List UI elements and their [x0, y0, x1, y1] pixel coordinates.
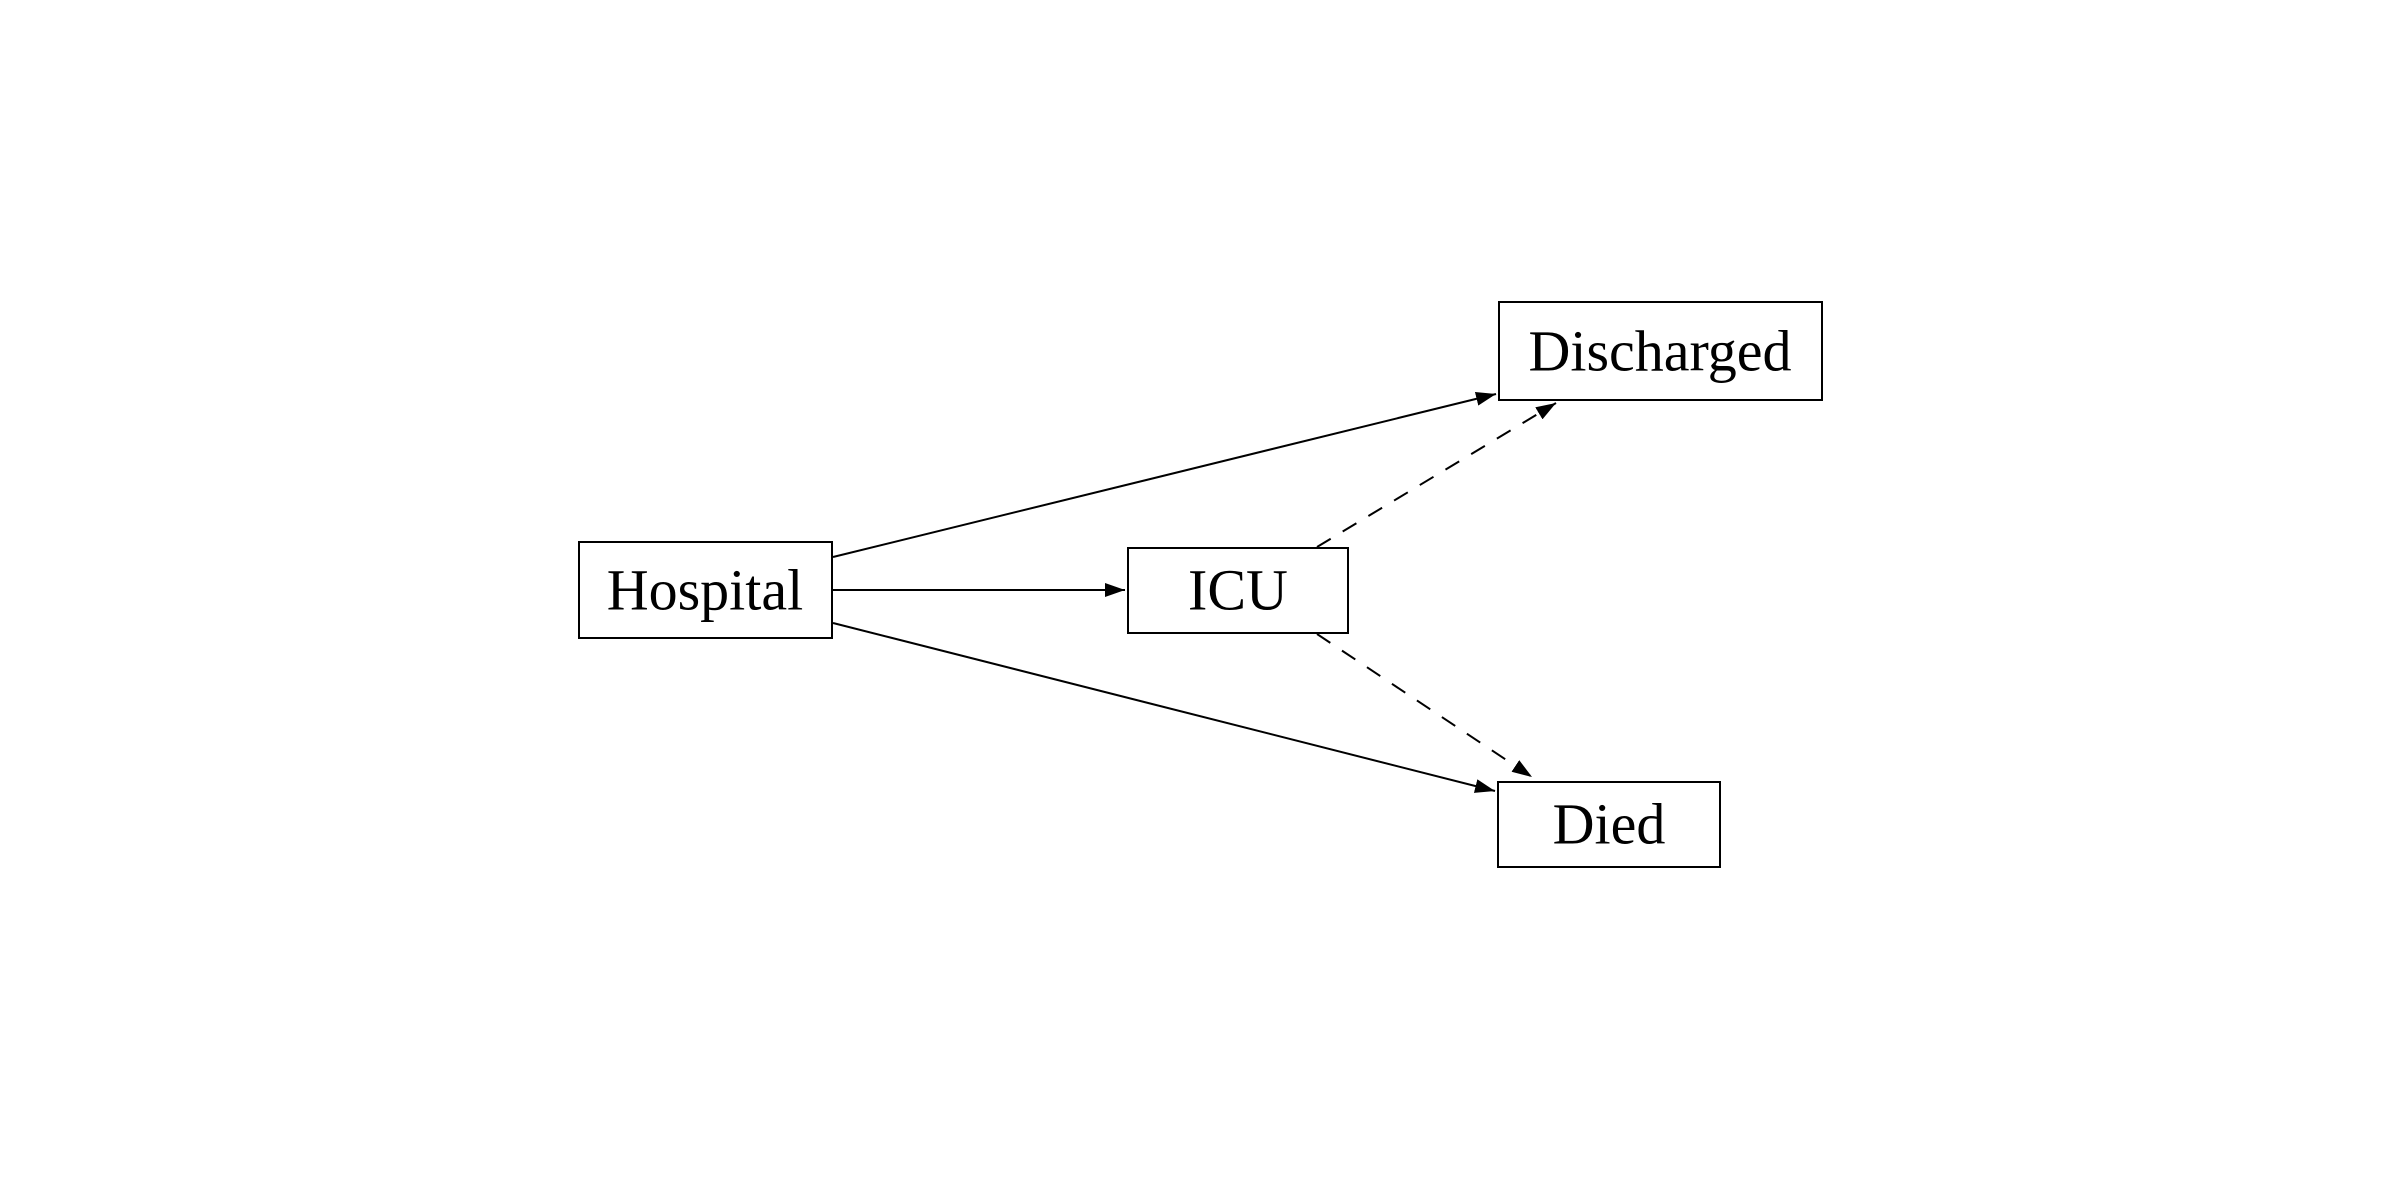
node-hospital: Hospital: [578, 541, 833, 639]
node-discharged: Discharged: [1498, 301, 1823, 401]
node-died-box: [1497, 781, 1721, 868]
node-hospital-box: [578, 541, 833, 639]
node-discharged-box: [1498, 301, 1823, 401]
edge-icu-discharged: [1316, 402, 1557, 548]
edge-hospital-died: [832, 622, 1496, 793]
edge-icu-died: [1316, 633, 1533, 778]
node-died-label: Died: [1553, 792, 1666, 857]
node-icu-box: [1127, 547, 1349, 634]
node-icu: ICU: [1127, 547, 1349, 634]
node-hospital-label: Hospital: [607, 558, 804, 623]
node-died: Died: [1497, 781, 1721, 868]
node-icu-label: ICU: [1188, 558, 1288, 623]
node-discharged-label: Discharged: [1528, 319, 1791, 384]
edge-hospital-discharged: [832, 391, 1497, 558]
